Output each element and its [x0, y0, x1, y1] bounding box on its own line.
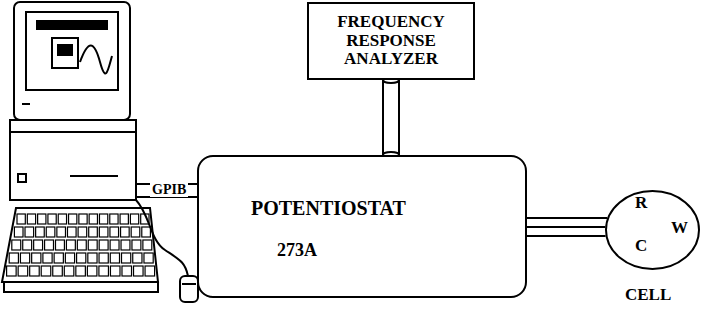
key [89, 214, 97, 224]
keyboard [2, 208, 158, 282]
key [67, 227, 76, 237]
key [46, 227, 55, 237]
key [79, 214, 87, 224]
keyboard-front [4, 282, 158, 292]
key [110, 214, 118, 224]
key [12, 240, 21, 250]
key [110, 227, 119, 237]
key [64, 266, 74, 276]
bus-label: GPIB [150, 182, 188, 197]
key [55, 240, 64, 250]
key [20, 253, 29, 263]
key [134, 266, 144, 276]
key [88, 240, 97, 250]
key [14, 227, 23, 237]
cable [527, 218, 607, 236]
key [99, 253, 108, 263]
key [130, 214, 138, 224]
key [122, 253, 131, 263]
key [41, 266, 51, 276]
key [69, 214, 77, 224]
key [65, 253, 74, 263]
key [54, 253, 63, 263]
key [121, 227, 130, 237]
key [145, 266, 155, 276]
key [76, 266, 86, 276]
key [143, 240, 152, 250]
key [53, 266, 63, 276]
key [34, 240, 43, 250]
key [30, 266, 40, 276]
key [89, 227, 98, 237]
power-light [18, 174, 26, 182]
key [110, 240, 119, 250]
key [87, 266, 97, 276]
monitor [14, 2, 130, 120]
instrument-box: FREQUENCY RESPONSE ANALYZER [307, 2, 475, 80]
key [9, 253, 18, 263]
key [18, 266, 28, 276]
key [142, 227, 151, 237]
cell-label: CELL [625, 286, 671, 305]
key [58, 214, 66, 224]
screen [26, 12, 118, 90]
key [99, 227, 108, 237]
key [36, 227, 45, 237]
key [77, 240, 86, 250]
window-pane [57, 44, 73, 56]
electrode-letter: R [635, 194, 647, 213]
system-unit [10, 120, 136, 200]
key [131, 227, 140, 237]
key [99, 214, 107, 224]
key [77, 253, 86, 263]
instrument-box: POTENTIOSTAT273A [197, 155, 527, 298]
key [144, 253, 153, 263]
key [122, 266, 132, 276]
key [99, 266, 109, 276]
key [23, 240, 32, 250]
mouse [180, 276, 198, 302]
key [133, 253, 142, 263]
electrode-letter: C [635, 237, 647, 256]
key [32, 253, 41, 263]
key [110, 253, 119, 263]
cell-circle: RWCCELL [605, 190, 700, 270]
device-name: POTENTIOSTAT [251, 197, 515, 219]
key [132, 240, 141, 250]
drive-slot [70, 175, 118, 177]
key [7, 266, 17, 276]
key [120, 214, 128, 224]
electrode-letter: W [671, 219, 688, 238]
device-name: FREQUENCY RESPONSE ANALYZER [315, 13, 467, 69]
key [57, 227, 66, 237]
menu-bar [36, 20, 108, 30]
cell-ellipse [606, 191, 699, 269]
mouse-cord [136, 200, 188, 276]
key [99, 240, 108, 250]
key [66, 240, 75, 250]
mouse-button [182, 283, 196, 285]
cable [383, 80, 399, 155]
window-icon [52, 38, 78, 68]
model-number: 273A [277, 241, 541, 261]
key [110, 266, 120, 276]
monitor-mark [22, 103, 30, 105]
key [48, 214, 56, 224]
key [43, 253, 52, 263]
key [27, 214, 35, 224]
screen-curve [80, 46, 112, 74]
key [121, 240, 130, 250]
key [25, 227, 34, 237]
key [38, 214, 46, 224]
key [17, 214, 25, 224]
key [88, 253, 97, 263]
key [45, 240, 54, 250]
unit-edge [10, 131, 136, 133]
key [78, 227, 87, 237]
